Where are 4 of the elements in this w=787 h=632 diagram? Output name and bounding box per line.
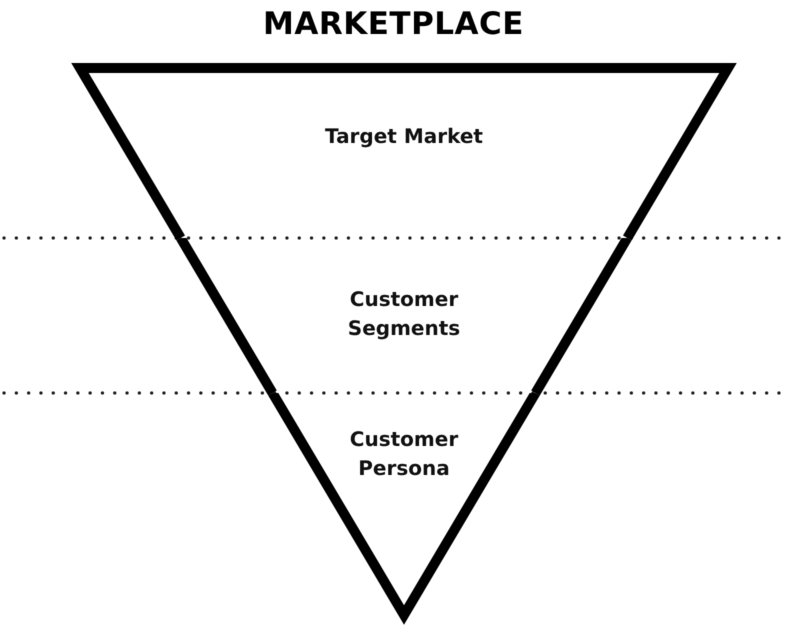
section-label: Customer Segments: [346, 286, 462, 342]
diagram-title: MARKETPLACE: [262, 6, 525, 42]
section-label: Customer Persona: [348, 426, 460, 482]
section-label: Target Market: [324, 123, 484, 150]
